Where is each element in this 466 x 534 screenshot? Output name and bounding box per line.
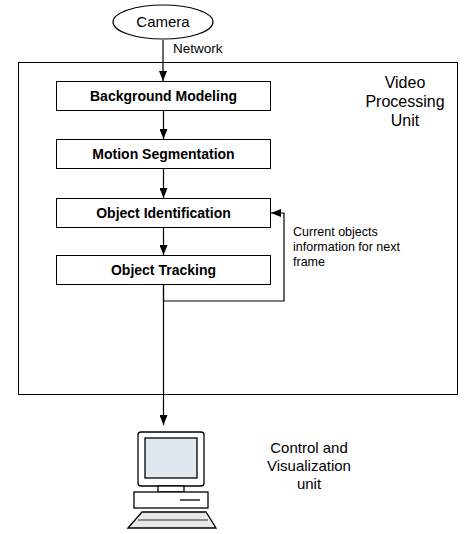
keyboard [128, 512, 216, 528]
process-box: Object Identification [56, 198, 271, 228]
process-label: Background Modeling [84, 88, 243, 105]
flow-arrow [162, 40, 163, 81]
system-unit [134, 492, 208, 508]
feedback-note: Current objects information for next fra… [293, 225, 411, 270]
flow-arrow [163, 169, 164, 198]
flow-arrow [163, 111, 164, 139]
process-label: Motion Segmentation [86, 146, 240, 163]
drive-slot [180, 499, 200, 500]
flow-arrow [163, 228, 164, 255]
process-label: Object Identification [90, 205, 237, 222]
monitor [138, 432, 204, 486]
computer-icon [128, 432, 216, 528]
control-unit: Control and Visualization unit [125, 425, 375, 530]
screen [145, 438, 197, 478]
device-label: Camera [130, 13, 195, 31]
link-label: Network [173, 41, 223, 57]
flow-arrow [163, 285, 164, 425]
camera-ellipse: Camera [112, 4, 214, 40]
unit-label: Video Processing Unit [357, 73, 453, 131]
device-label: Control and Visualization unit [253, 439, 365, 493]
process-label: Object Tracking [105, 262, 222, 279]
process-box: Object Tracking [56, 255, 271, 285]
process-box: Motion Segmentation [56, 139, 271, 169]
process-box: Background Modeling [56, 81, 271, 111]
keyboard-row [138, 520, 208, 521]
monitor-stand [158, 486, 184, 492]
